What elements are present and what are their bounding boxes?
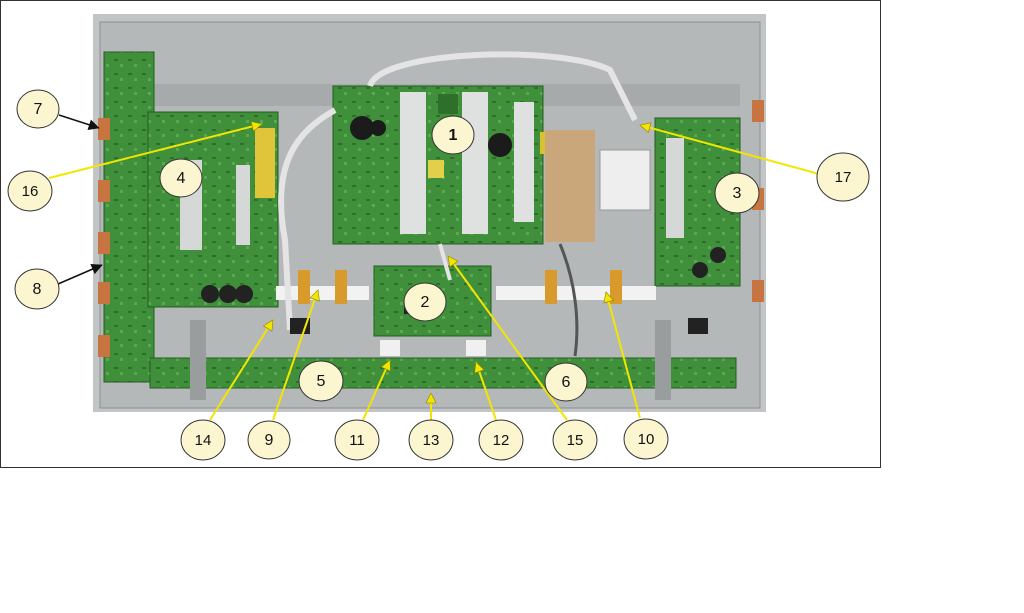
leader-arrows <box>48 114 820 421</box>
callout-label-16: 16 <box>22 183 39 200</box>
callout-label-1: 1 <box>449 127 458 144</box>
chassis-photo <box>93 14 766 412</box>
callout-label-7: 7 <box>34 101 43 118</box>
callout-11: 11 <box>334 419 380 461</box>
callout-14: 14 <box>180 419 226 461</box>
callout-15: 15 <box>552 419 598 461</box>
leader-arrow-17 <box>639 122 820 175</box>
callout-2: 2 <box>403 282 447 322</box>
leader-arrow-11 <box>362 359 391 421</box>
callout-4: 4 <box>159 158 203 198</box>
leader-arrow-8 <box>57 264 103 285</box>
leader-arrow-10 <box>603 291 641 419</box>
callout-16: 16 <box>7 170 53 212</box>
callout-7: 7 <box>16 89 60 129</box>
callout-9: 9 <box>247 420 291 460</box>
leader-arrow-16 <box>48 121 263 179</box>
leader-arrow-12 <box>474 361 497 421</box>
callout-label-8: 8 <box>33 281 42 298</box>
callout-label-6: 6 <box>562 374 571 391</box>
callout-label-11: 11 <box>349 432 365 449</box>
leader-arrow-9 <box>272 289 320 421</box>
callout-label-10: 10 <box>638 431 655 448</box>
callout-label-14: 14 <box>195 432 212 449</box>
leader-arrow-15 <box>447 255 568 421</box>
callout-label-15: 15 <box>567 432 584 449</box>
callout-12: 12 <box>478 419 524 461</box>
callout-label-13: 13 <box>423 432 440 449</box>
callout-label-17: 17 <box>835 169 852 186</box>
callout-label-3: 3 <box>733 185 742 202</box>
callout-3: 3 <box>714 172 760 214</box>
callout-8: 8 <box>14 268 60 310</box>
leader-arrow-14 <box>209 319 274 421</box>
callout-label-5: 5 <box>317 373 326 390</box>
callout-6: 6 <box>544 362 588 402</box>
callout-label-9: 9 <box>265 432 274 449</box>
callout-label-2: 2 <box>421 294 430 311</box>
leader-arrow-13 <box>425 392 437 420</box>
callout-17: 17 <box>816 152 870 202</box>
callout-10: 10 <box>623 418 669 460</box>
callout-5: 5 <box>298 360 344 402</box>
callout-13: 13 <box>408 419 454 461</box>
callout-label-4: 4 <box>177 170 186 187</box>
leader-arrow-7 <box>58 114 100 131</box>
callout-label-12: 12 <box>493 432 510 449</box>
callout-1: 1 <box>431 115 475 155</box>
